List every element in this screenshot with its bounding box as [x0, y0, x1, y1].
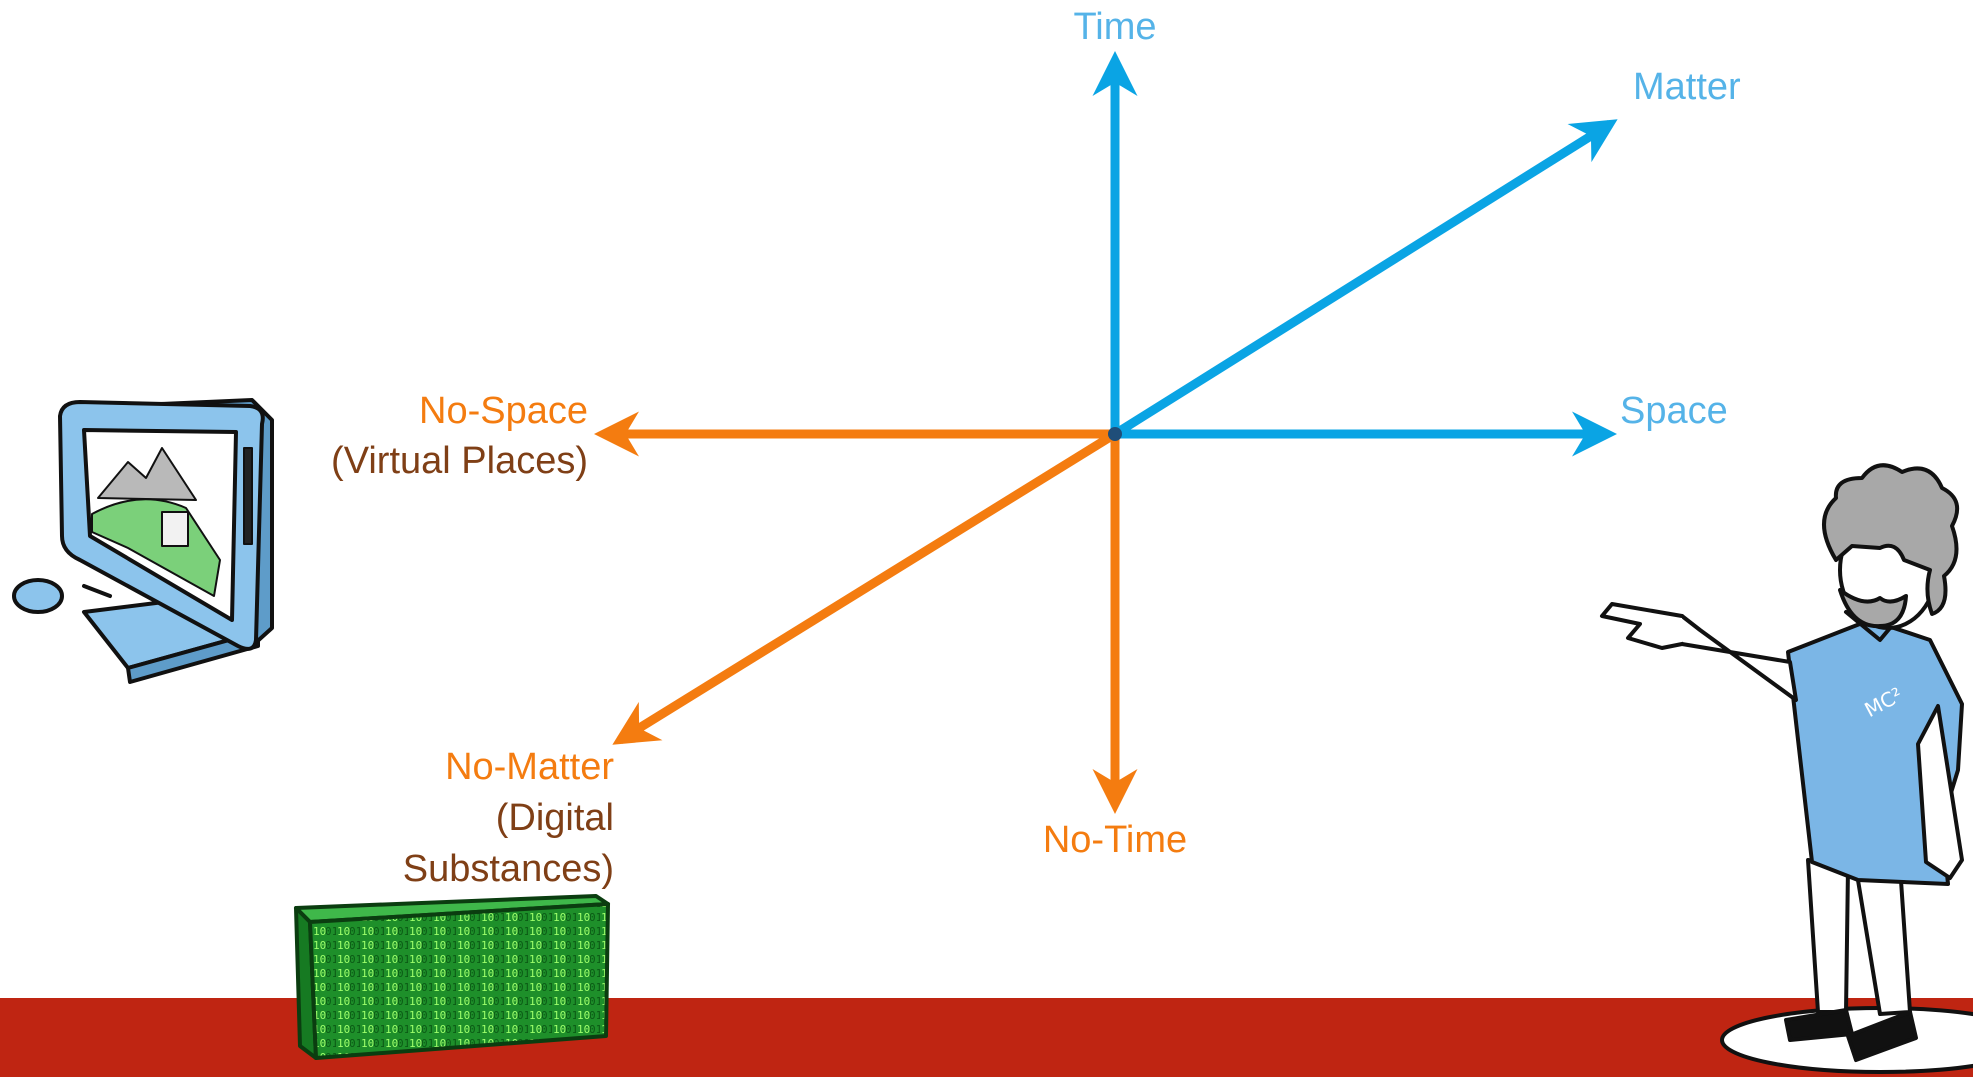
- matter-axis-label: Matter: [1633, 66, 1741, 108]
- no-time-axis-label: No-Time: [1042, 819, 1188, 861]
- time-axis-label: Time: [1073, 6, 1157, 48]
- space-axis-label: Space: [1620, 390, 1728, 432]
- no-space-subtitle: (Virtual Places): [331, 440, 588, 482]
- origin-point: [1108, 427, 1122, 441]
- no-matter-subtitle-line-2: Substances): [402, 848, 614, 890]
- no-matter-axis-arrow: [612, 430, 1118, 745]
- computer-monitor-icon: [12, 398, 274, 684]
- matter-axis-arrow: [1112, 119, 1618, 438]
- no-matter-subtitle-line-1: (Digital: [495, 797, 614, 839]
- presenter-character-icon: MC²: [1600, 463, 1973, 1074]
- no-matter-axis-label: No-Matter: [445, 746, 614, 788]
- no-space-axis-label: No-Space: [419, 390, 588, 432]
- digital-block-icon: [294, 894, 610, 1060]
- floor-band: [0, 998, 1973, 1077]
